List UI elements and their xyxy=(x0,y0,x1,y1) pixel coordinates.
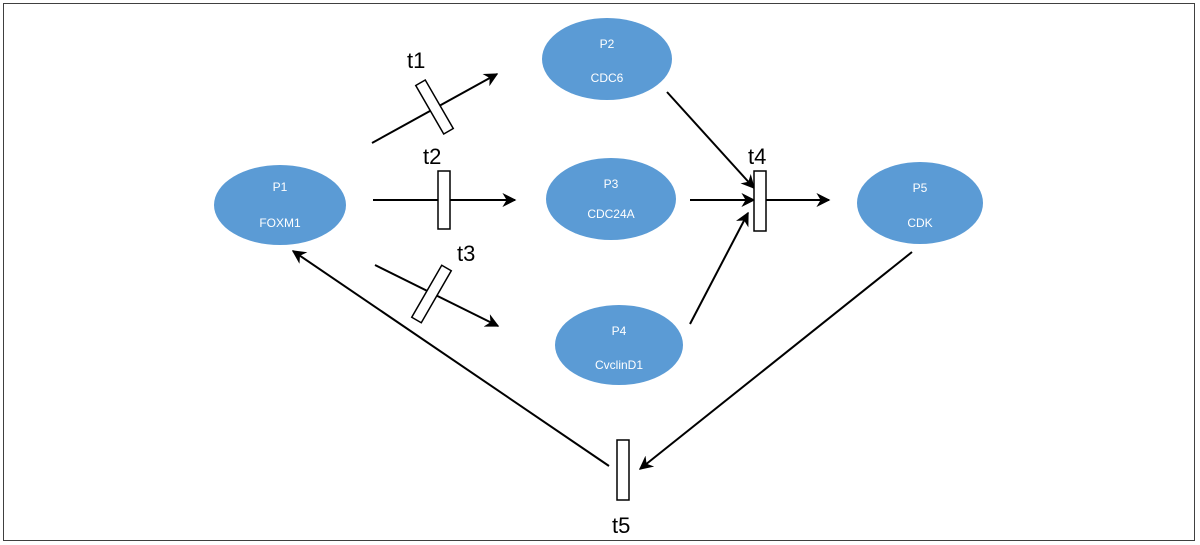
transition-t2-label: t2 xyxy=(423,144,441,169)
arc-p5-t5 xyxy=(638,251,913,470)
place-p3-name: CDC24A xyxy=(587,207,634,221)
transition-t1-label: t1 xyxy=(407,48,425,73)
place-p4-id: P4 xyxy=(612,324,627,338)
transition-t4: t4 xyxy=(748,144,767,232)
place-p4-name: CvclinD1 xyxy=(595,358,643,372)
transition-t3: t3 xyxy=(410,241,475,324)
place-p5-id: P5 xyxy=(913,181,928,195)
place-p5: P5 CDK xyxy=(857,162,983,244)
place-p2-name: CDC6 xyxy=(591,71,624,85)
place-p4: P4 CvclinD1 xyxy=(555,305,683,385)
place-p2-id: P2 xyxy=(600,37,615,51)
arcs xyxy=(291,73,913,470)
place-p1: P1 FOXM1 xyxy=(214,165,346,245)
arc-p4-t4 xyxy=(689,211,749,325)
place-p2: P2 CDC6 xyxy=(542,18,672,100)
transition-t2: t2 xyxy=(423,144,451,230)
arc-p2-t4 xyxy=(666,91,755,190)
transition-t1: t1 xyxy=(407,48,455,136)
place-p1-name: FOXM1 xyxy=(259,216,301,230)
transition-t4-label: t4 xyxy=(748,144,766,169)
transition-t5-label: t5 xyxy=(612,513,630,538)
place-p1-id: P1 xyxy=(273,180,288,194)
transition-t3-label: t3 xyxy=(457,241,475,266)
place-p5-name: CDK xyxy=(907,216,932,230)
arc-t5-p1 xyxy=(291,250,610,467)
transition-t5: t5 xyxy=(612,439,630,538)
place-p3: P3 CDC24A xyxy=(546,158,676,240)
place-p3-id: P3 xyxy=(604,177,619,191)
